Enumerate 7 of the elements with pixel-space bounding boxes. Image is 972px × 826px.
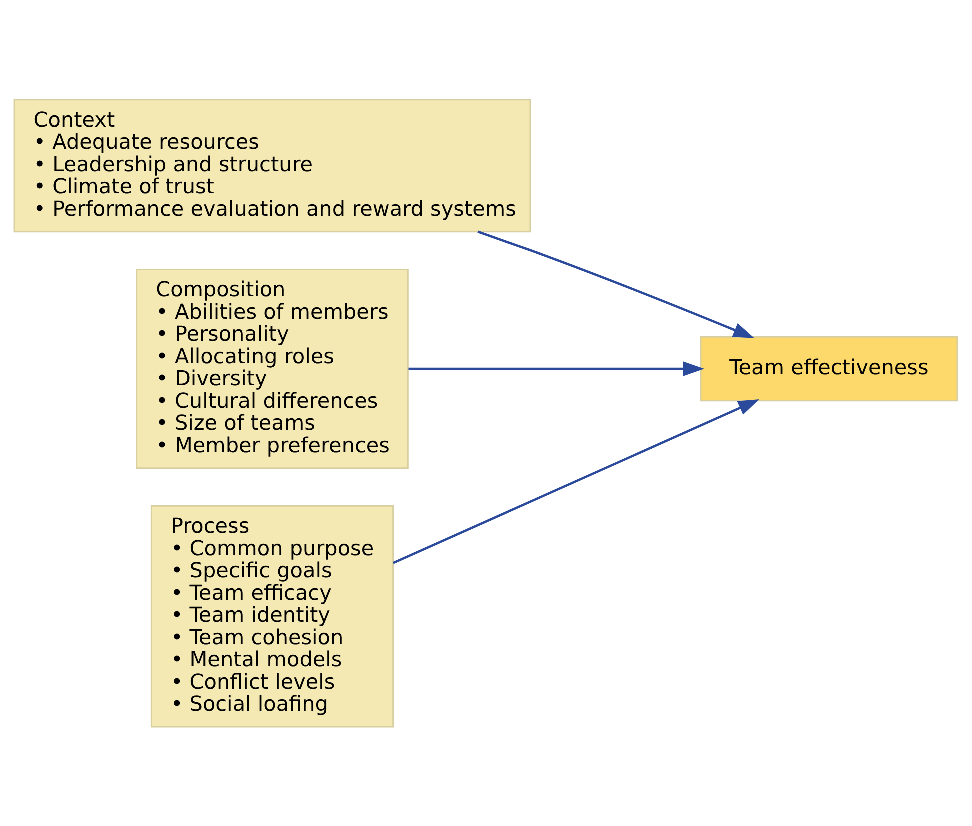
arrow	[408, 361, 705, 376]
node-box: Context • Adequate resources • Leadership and structure • Climate of trust • Performance evaluation and reward systems	[14, 98, 532, 232]
arrow	[392, 399, 760, 564]
node-box: Process • Common purpose • Specific goals • Team efficacy • Team identity • Team cohesion • Mental models • Conflict levels • Social loafing	[150, 504, 394, 728]
arrow	[478, 230, 755, 338]
node-box: Composition • Abilities of members • Personality • Allocating roles • Diversity • Cultural differences • Size of teams • Member preferences	[136, 268, 409, 469]
node-box: Team effectiveness	[700, 336, 958, 402]
